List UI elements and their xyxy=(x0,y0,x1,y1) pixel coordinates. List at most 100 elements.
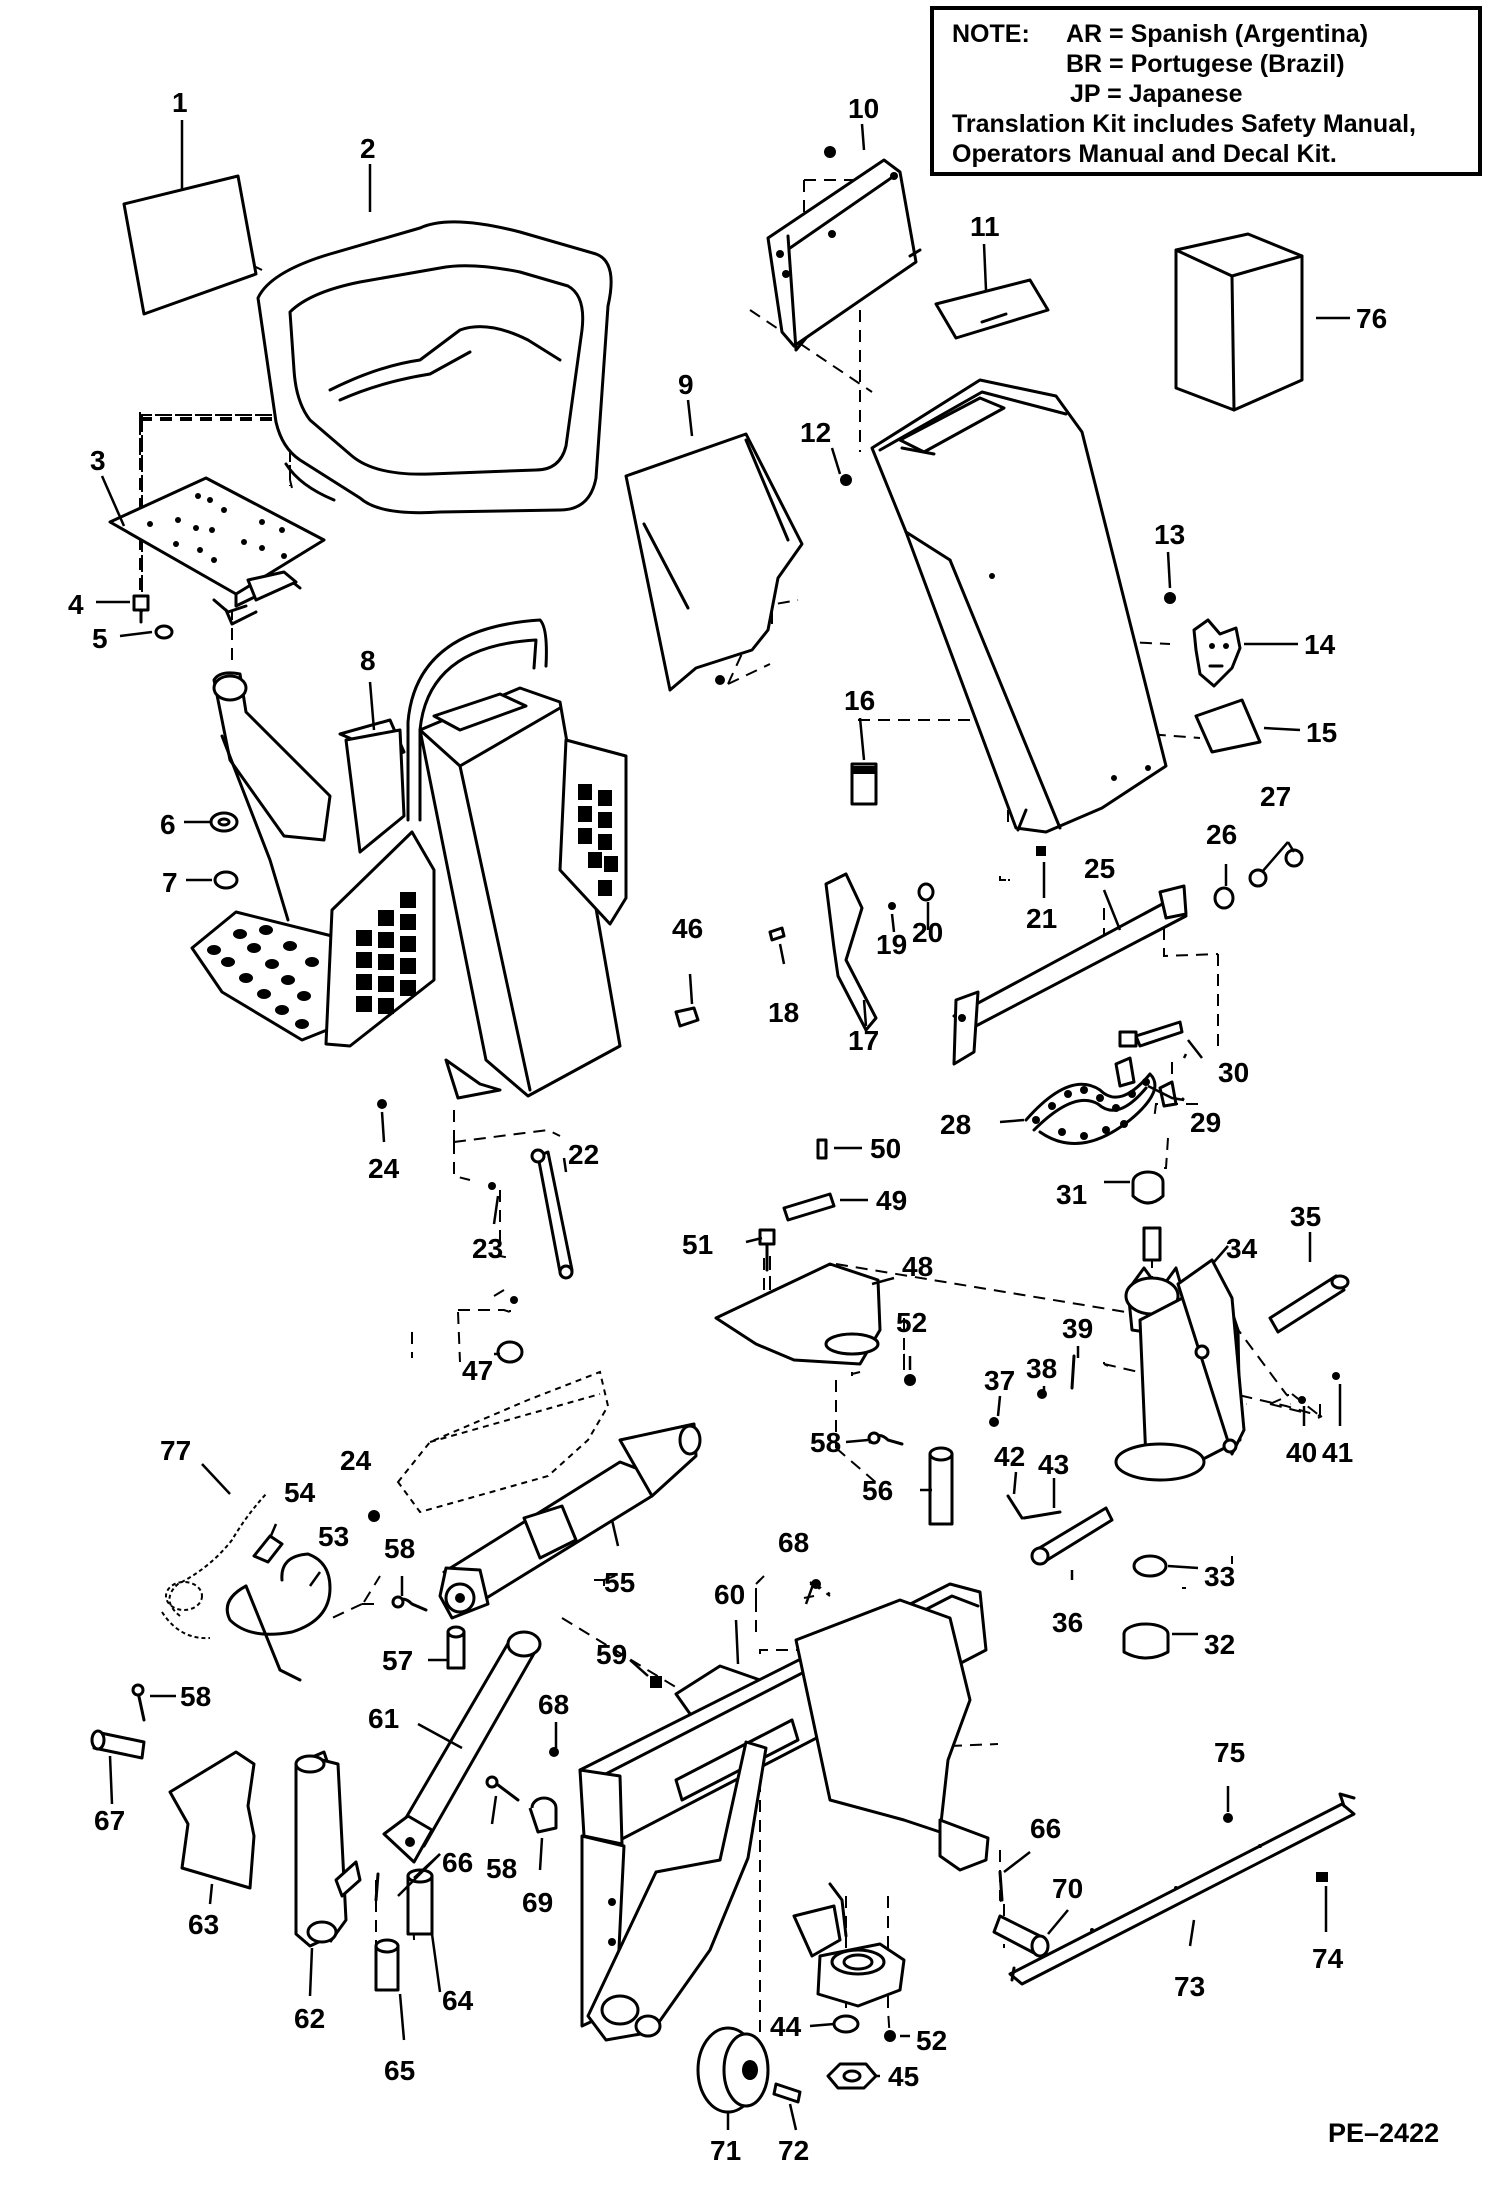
part-71-roller xyxy=(696,2026,770,2114)
callout-12: 12 xyxy=(800,417,831,448)
callout-71: 71 xyxy=(710,2135,741,2166)
callout-61: 61 xyxy=(368,1703,399,1734)
callout-63: 63 xyxy=(188,1909,219,1940)
part-30-bolt xyxy=(1118,1020,1184,1048)
callout-43: 43 xyxy=(1038,1449,1069,1480)
callout-7: 7 xyxy=(162,867,178,898)
part-28-chain xyxy=(1024,1072,1157,1145)
part-40-washer xyxy=(1298,1396,1306,1404)
callouts: 1 2 3 4 5 6 7 8 9 10 11 12 13 14 15 16 1… xyxy=(68,87,1387,2166)
callout-58b: 58 xyxy=(384,1533,415,1564)
part-72-bolt xyxy=(772,2082,802,2104)
part-53-cable xyxy=(225,1552,332,1682)
part-21-nut xyxy=(1036,846,1046,856)
part-29-pins xyxy=(1114,1056,1178,1108)
callout-51: 51 xyxy=(682,1229,713,1260)
part-67-pin xyxy=(90,1729,146,1760)
part-74-bolt xyxy=(1316,1872,1328,1882)
part-57-pin xyxy=(446,1625,466,1670)
part-36-pin xyxy=(1030,1506,1114,1566)
part-73-strip xyxy=(1008,1792,1356,1986)
part-4-bolt xyxy=(132,594,150,624)
note-line-2: BR = Portugese (Brazil) xyxy=(1066,50,1345,78)
callout-48: 48 xyxy=(902,1251,933,1282)
callout-68: 68 xyxy=(778,1527,809,1558)
part-63-guard xyxy=(168,1750,256,1890)
part-26-spring xyxy=(1213,886,1235,910)
part-35-pin xyxy=(1268,1274,1350,1334)
callout-50: 50 xyxy=(870,1133,901,1164)
part-12-screw xyxy=(840,474,852,486)
callout-69: 69 xyxy=(522,1887,553,1918)
part-42-pin xyxy=(1006,1494,1024,1520)
part-16-decal xyxy=(850,762,878,806)
part-70-pin xyxy=(992,1914,1050,1958)
callout-37: 37 xyxy=(984,1365,1015,1396)
callout-62: 62 xyxy=(294,2003,325,2034)
part-15-decal xyxy=(1194,698,1262,754)
callout-57: 57 xyxy=(382,1645,413,1676)
callout-64: 64 xyxy=(442,1985,474,2016)
callout-66: 66 xyxy=(442,1847,473,1878)
part-49-block xyxy=(782,1192,836,1222)
callout-35: 35 xyxy=(1290,1201,1321,1232)
callout-10: 10 xyxy=(848,93,879,124)
callout-39: 39 xyxy=(1062,1313,1093,1344)
callout-41: 41 xyxy=(1322,1437,1353,1468)
callout-18: 18 xyxy=(768,997,799,1028)
callout-59: 59 xyxy=(596,1639,627,1670)
note-line-1: AR = Spanish (Argentina) xyxy=(1066,20,1369,48)
part-10-bracket xyxy=(766,146,922,352)
callout-44: 44 xyxy=(770,2011,802,2042)
part-7-o-ring xyxy=(213,870,239,890)
callout-49: 49 xyxy=(876,1185,907,1216)
document-code: PE–2422 xyxy=(1328,2118,1440,2148)
part-58-cotter-pin-b xyxy=(391,1595,428,1612)
note-box: NOTE: AR = Spanish (Argentina) BR = Port… xyxy=(930,6,1482,176)
part-64-pin xyxy=(406,1868,434,1936)
callout-58d: 58 xyxy=(486,1853,517,1884)
leader-lines xyxy=(96,120,1350,2131)
callout-8: 8 xyxy=(360,645,376,676)
callout-16: 16 xyxy=(844,685,875,716)
part-13-screw xyxy=(1164,592,1176,604)
callout-54: 54 xyxy=(284,1477,316,1508)
part-39-pin xyxy=(1070,1354,1076,1390)
part-34-pivot-assembly xyxy=(1114,1226,1246,1482)
part-46-bolt xyxy=(674,1006,700,1028)
part-38-washer xyxy=(1037,1389,1047,1399)
callout-30: 30 xyxy=(1218,1057,1249,1088)
callout-55: 55 xyxy=(604,1567,635,1598)
callout-22: 22 xyxy=(568,1139,599,1170)
callout-4: 4 xyxy=(68,589,84,620)
callout-73: 73 xyxy=(1174,1971,1205,2002)
callout-17: 17 xyxy=(848,1025,879,1056)
part-69-bushing xyxy=(528,1796,558,1834)
part-31-bushing xyxy=(1131,1170,1165,1205)
part-54-clip xyxy=(252,1534,284,1564)
callout-14: 14 xyxy=(1304,629,1336,660)
part-68-nut-b xyxy=(549,1747,559,1757)
part-19-washer xyxy=(888,902,896,910)
callout-58c: 58 xyxy=(180,1681,211,1712)
callout-13: 13 xyxy=(1154,519,1185,550)
part-14-logo-decal xyxy=(1192,618,1242,688)
part-66-cotter xyxy=(374,1872,380,1902)
part-24-nut-lower xyxy=(368,1510,380,1522)
part-18-bolt xyxy=(768,926,786,942)
note-line-5: Operators Manual and Decal Kit. xyxy=(952,140,1337,168)
callout-60: 60 xyxy=(714,1579,745,1610)
callout-19: 19 xyxy=(876,929,907,960)
part-5-washer xyxy=(154,624,174,640)
callout-3: 3 xyxy=(90,445,106,476)
callout-46: 46 xyxy=(672,913,703,944)
part-65-pin xyxy=(374,1938,400,1992)
part-43-pin xyxy=(1022,1510,1062,1520)
callout-70: 70 xyxy=(1052,1873,1083,1904)
main-frame xyxy=(578,1582,990,2042)
callout-6: 6 xyxy=(160,809,176,840)
part-59-nut xyxy=(650,1676,662,1688)
part-11-decal xyxy=(934,278,1050,340)
part-66-cotter-b xyxy=(998,1870,1004,1902)
callout-1: 1 xyxy=(172,87,188,118)
